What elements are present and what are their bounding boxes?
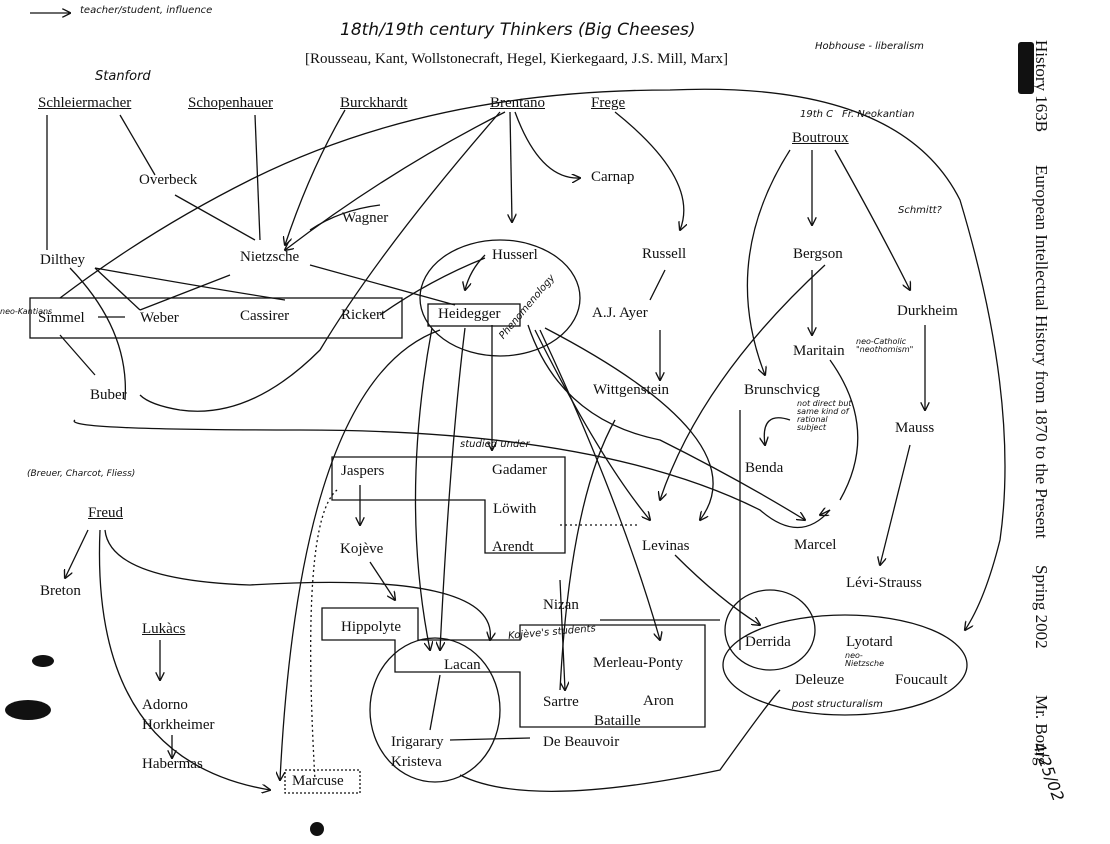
node-mauss: Mauss [895,420,935,436]
note-post-structuralism: post structuralism [792,699,883,710]
node-russell: Russell [642,246,687,262]
node-bergson: Bergson [793,246,843,262]
node-rickert: Rickert [341,307,386,323]
node-gadamer: Gadamer [492,462,547,478]
node-cassirer: Cassirer [240,308,290,324]
node-marcuse: Marcuse [292,773,344,789]
node-arendt: Arendt [492,539,534,555]
neo-kantian-box [29,297,403,339]
handwritten-title: 18th/19th century Thinkers (Big Cheeses) [340,20,696,40]
node-weber: Weber [140,310,179,326]
lacan-circle [369,637,501,783]
ink-blot-icon [5,700,51,720]
course-title: European Intellectual History from 1870 … [1032,165,1051,539]
node-freud: Freud [88,505,123,521]
node-frege: Frege [591,95,626,111]
node-levistrauss: Lévi-Strauss [846,575,922,591]
note-studied-under: studied under [460,439,530,450]
node-schopenhauer: Schopenhauer [188,95,273,111]
note-breuer: (Breuer, Charcot, Fliess) [27,469,136,479]
black-tab-mark [1018,42,1034,94]
node-buber: Buber [90,387,127,403]
node-wagner: Wagner [342,210,389,226]
node-aron: Aron [643,693,674,709]
phenomenology-circle [419,239,581,357]
note-neothomism: neo-Catholic "neothomism" [856,337,914,354]
node-merleauponty: Merleau-Ponty [593,655,683,671]
node-derrida: Derrida [745,634,791,650]
term: Spring 2002 [1032,565,1051,649]
node-kojeve: Kojève [340,541,384,557]
node-schleiermacher: Schleiermacher [38,95,132,111]
node-durkheim: Durkheim [897,303,958,319]
node-burckhardt: Burckhardt [340,95,408,111]
note-not-direct: not direct but same kind of rational sub… [797,399,852,432]
node-lukacs: Lukàcs [142,621,186,637]
node-boutroux: Boutroux [792,130,849,146]
node-habermas: Habermas [142,756,203,772]
node-wittgenstein: Wittgenstein [593,382,670,398]
node-benda: Benda [745,460,784,476]
node-irigarary: Irigarary [391,734,444,750]
node-breton: Breton [40,583,81,599]
node-marcel: Marcel [794,537,837,553]
node-nizan: Nizan [543,597,579,613]
note-neokantian: Fr. Neokantian [842,109,915,120]
node-dilthey: Dilthey [40,252,85,268]
node-hippolyte: Hippolyte [341,619,401,635]
node-brentano: Brentano [490,95,545,111]
node-horkheimer: Horkheimer [142,717,215,733]
post-structuralism-circle [722,614,968,716]
node-debeauvoir: De Beauvoir [543,734,620,750]
course-number: History 163B [1032,40,1051,133]
note-neo-nietzsche: neo-Nietzsche [845,651,885,668]
note-schmitt: Schmitt? [898,205,942,216]
jaspers-group-box [331,456,566,554]
node-levinas: Levinas [642,538,690,554]
node-brunschvicg: Brunschvicg [744,382,820,398]
node-overbeck: Overbeck [139,172,198,188]
node-kristeva: Kristeva [391,754,442,770]
hobhouse-note: Hobhouse - liberalism [815,41,924,52]
node-deleuze: Deleuze [795,672,845,688]
node-simmel: Simmel [38,310,85,326]
note-neokantians-left: neo-Kantians [0,307,53,316]
node-jaspers: Jaspers [341,463,385,479]
node-maritain: Maritain [793,343,845,359]
node-lyotard: Lyotard [846,634,893,650]
node-lowith: Löwith [493,501,537,517]
node-sartre: Sartre [543,694,579,710]
node-carnap: Carnap [591,169,635,185]
ink-blot-icon [310,822,324,836]
derrida-circle [724,589,816,671]
node-ayer: A.J. Ayer [592,305,648,321]
node-nietzsche: Nietzsche [240,249,300,265]
node-bataille: Bataille [594,713,641,729]
node-adorno: Adorno [142,697,188,713]
node-foucault: Foucault [895,672,948,688]
node-heidegger: Heidegger [438,306,501,322]
node-lacan: Lacan [444,657,481,673]
ink-blot-icon [32,655,54,667]
marcuse-box [284,769,361,794]
heidegger-box [427,303,521,327]
legend-label: teacher/student, influence [80,5,213,16]
node-husserl: Husserl [492,247,538,263]
thinkers-list: [Rousseau, Kant, Wollstonecraft, Hegel, … [305,51,728,67]
stanford-note: Stanford [95,69,151,84]
note-19th-c: 19th C [800,109,834,120]
